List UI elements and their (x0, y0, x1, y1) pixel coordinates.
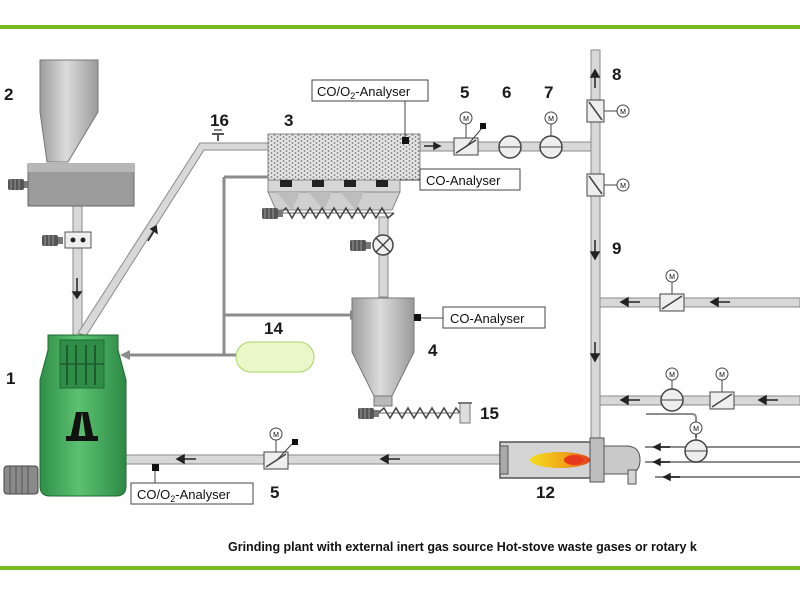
fan-icon: M (660, 367, 684, 412)
analyser-bin: CO-Analyser (421, 306, 546, 329)
label-1: 1 (6, 369, 15, 388)
fan-icon: M (539, 111, 563, 159)
label-14: 14 (264, 319, 283, 338)
arrow-icon (589, 68, 601, 88)
label-7: 7 (544, 83, 553, 102)
arrow-icon (71, 278, 83, 300)
analyser-filter: CO-Analyser (400, 168, 521, 191)
motor-icon: M (459, 111, 473, 125)
label-5-bottom: 5 (270, 483, 279, 502)
motor-icon (8, 179, 29, 190)
explosion-vent-icon (212, 129, 224, 141)
arrow-icon (662, 472, 680, 482)
analyser-top: CO/O2-Analyser (311, 79, 429, 144)
arrow-icon (619, 296, 640, 308)
svg-text:CO-Analyser: CO-Analyser (426, 173, 501, 188)
motor-icon (42, 235, 63, 246)
svg-text:M: M (620, 183, 626, 190)
label-2: 2 (4, 85, 13, 104)
label-8: 8 (612, 65, 621, 84)
figure-caption: Grinding plant with external inert gas s… (228, 540, 697, 554)
svg-text:CO-Analyser: CO-Analyser (450, 311, 525, 326)
label-16: 16 (210, 111, 229, 130)
arrow-icon (379, 453, 400, 465)
hot-gas-generator (499, 437, 641, 485)
mill-drive-motor (3, 465, 39, 495)
valve-damper-icon: M (263, 427, 298, 470)
svg-text:M: M (463, 116, 469, 123)
valve-damper-icon (453, 123, 486, 156)
mill (39, 334, 127, 497)
svg-text:M: M (548, 116, 554, 123)
analyser-bottom: CO/O2-Analyser (130, 464, 254, 505)
valve-damper-icon: M (709, 367, 735, 410)
label-12: 12 (536, 483, 555, 502)
fan-icon (498, 135, 522, 159)
arrow-icon (175, 453, 196, 465)
label-15: 15 (480, 404, 499, 423)
valve-damper-icon: M (586, 173, 630, 197)
svg-text:M: M (719, 372, 725, 379)
motor-icon (262, 208, 283, 219)
arrow-icon (120, 350, 130, 360)
fan-icon: M (684, 421, 708, 463)
svg-text:M: M (669, 274, 675, 281)
bag-filter (267, 133, 421, 211)
label-5-top: 5 (460, 83, 469, 102)
screw-conveyor-icon (377, 406, 461, 420)
inert-gas-tank (235, 341, 315, 373)
screw-conveyor-icon (279, 206, 395, 220)
svg-text:M: M (693, 426, 699, 433)
svg-text:M: M (620, 109, 626, 116)
rotary-valve-icon (372, 234, 394, 256)
top-accent-line (0, 25, 800, 29)
inlet-lines (645, 413, 800, 478)
valve-damper-icon: M (659, 269, 685, 312)
arrow-icon (619, 394, 640, 406)
label-3: 3 (284, 111, 293, 130)
recirculation-lines (130, 175, 350, 357)
svg-text:M: M (669, 372, 675, 379)
arrow-icon (147, 224, 158, 242)
pipes (72, 49, 800, 465)
arrow-icon (424, 141, 442, 151)
arrow-icon (757, 394, 778, 406)
arrow-icon (652, 457, 670, 467)
feed-hopper (27, 59, 135, 207)
bottom-accent-line (0, 566, 800, 570)
motor-icon (358, 408, 379, 419)
discharge-outlet (458, 402, 472, 424)
motor-icon (350, 240, 371, 251)
arrow-icon (652, 442, 670, 452)
label-4: 4 (428, 341, 438, 360)
arrow-icon (589, 240, 601, 261)
svg-text:M: M (273, 432, 279, 439)
label-9: 9 (612, 239, 621, 258)
arrow-icon (589, 342, 601, 363)
svg-text:CO/O2-Analyser: CO/O2-Analyser (137, 487, 231, 504)
valve-damper-icon: M (586, 99, 630, 123)
label-6: 6 (502, 83, 511, 102)
flow-arrows (71, 68, 778, 482)
rotary-feeder (64, 231, 92, 249)
svg-text:CO/O2-Analyser: CO/O2-Analyser (317, 84, 411, 101)
arrow-icon (709, 296, 730, 308)
product-bin (351, 297, 421, 407)
